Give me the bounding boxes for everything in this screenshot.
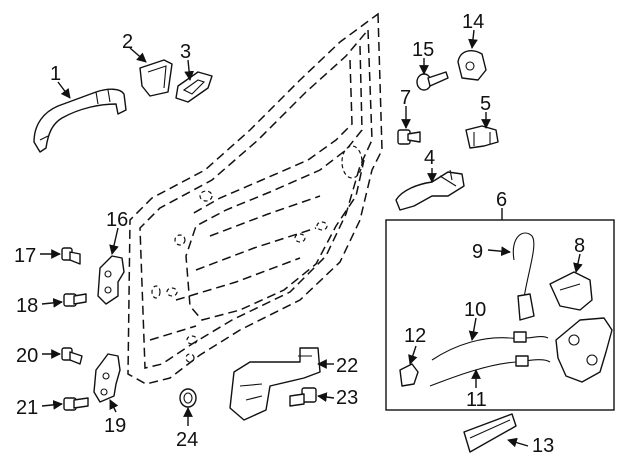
callout-9: 9: [472, 241, 483, 263]
callout-4: 4: [424, 147, 435, 169]
callout-17: 17: [14, 245, 36, 267]
lock-assembly-box: [385, 219, 615, 411]
trim-cover: [463, 413, 517, 453]
bracket: [465, 125, 499, 149]
outside-handle: [33, 88, 127, 153]
callout-10: 10: [464, 299, 486, 321]
bolt-23: [289, 387, 317, 407]
cable-clip: [399, 363, 419, 387]
callout-12: 12: [404, 325, 426, 347]
callout-13: 13: [532, 435, 554, 457]
handle-frame: [395, 169, 465, 211]
callout-20: 20: [16, 345, 38, 367]
outside-cable: [431, 331, 549, 361]
bolt-7: [397, 129, 421, 145]
callout-labels: 1 2 3 4 5 6 7 8 9 10 11 12 13 14 15 16 1…: [14, 11, 585, 457]
inside-cable: [429, 355, 551, 387]
callout-24: 24: [176, 429, 198, 451]
lower-hinge: [93, 353, 121, 403]
screw-15: [416, 71, 449, 91]
callout-8: 8: [574, 235, 585, 257]
lock-cable: [512, 232, 535, 321]
bolt-18: [63, 293, 87, 307]
callout-16: 16: [106, 209, 128, 231]
door-check: [229, 347, 321, 421]
callout-15: 15: [412, 39, 434, 61]
handle-gasket: [175, 71, 213, 103]
actuator: [549, 271, 593, 311]
callout-7: 7: [400, 87, 411, 109]
callout-19: 19: [104, 415, 126, 437]
bolt-20: [61, 347, 83, 365]
callout-5: 5: [480, 93, 491, 115]
handle-cap: [139, 59, 173, 97]
callout-11: 11: [466, 389, 487, 411]
cylinder-cover: [457, 50, 487, 81]
callout-23: 23: [336, 387, 358, 409]
door-shell: [127, 12, 383, 385]
callout-21: 21: [16, 397, 38, 419]
door-latch: [555, 317, 613, 383]
callout-18: 18: [16, 295, 38, 317]
upper-hinge: [97, 255, 125, 305]
leader-lines: [40, 29, 583, 448]
callout-3: 3: [180, 41, 191, 63]
bolt-17: [61, 247, 81, 265]
callout-6: 6: [496, 189, 507, 211]
callout-14: 14: [462, 11, 484, 33]
callout-2: 2: [122, 31, 133, 53]
callout-1: 1: [50, 63, 61, 85]
callout-22: 22: [336, 355, 358, 377]
bolt-21: [63, 397, 89, 411]
plug-24: [179, 388, 197, 408]
